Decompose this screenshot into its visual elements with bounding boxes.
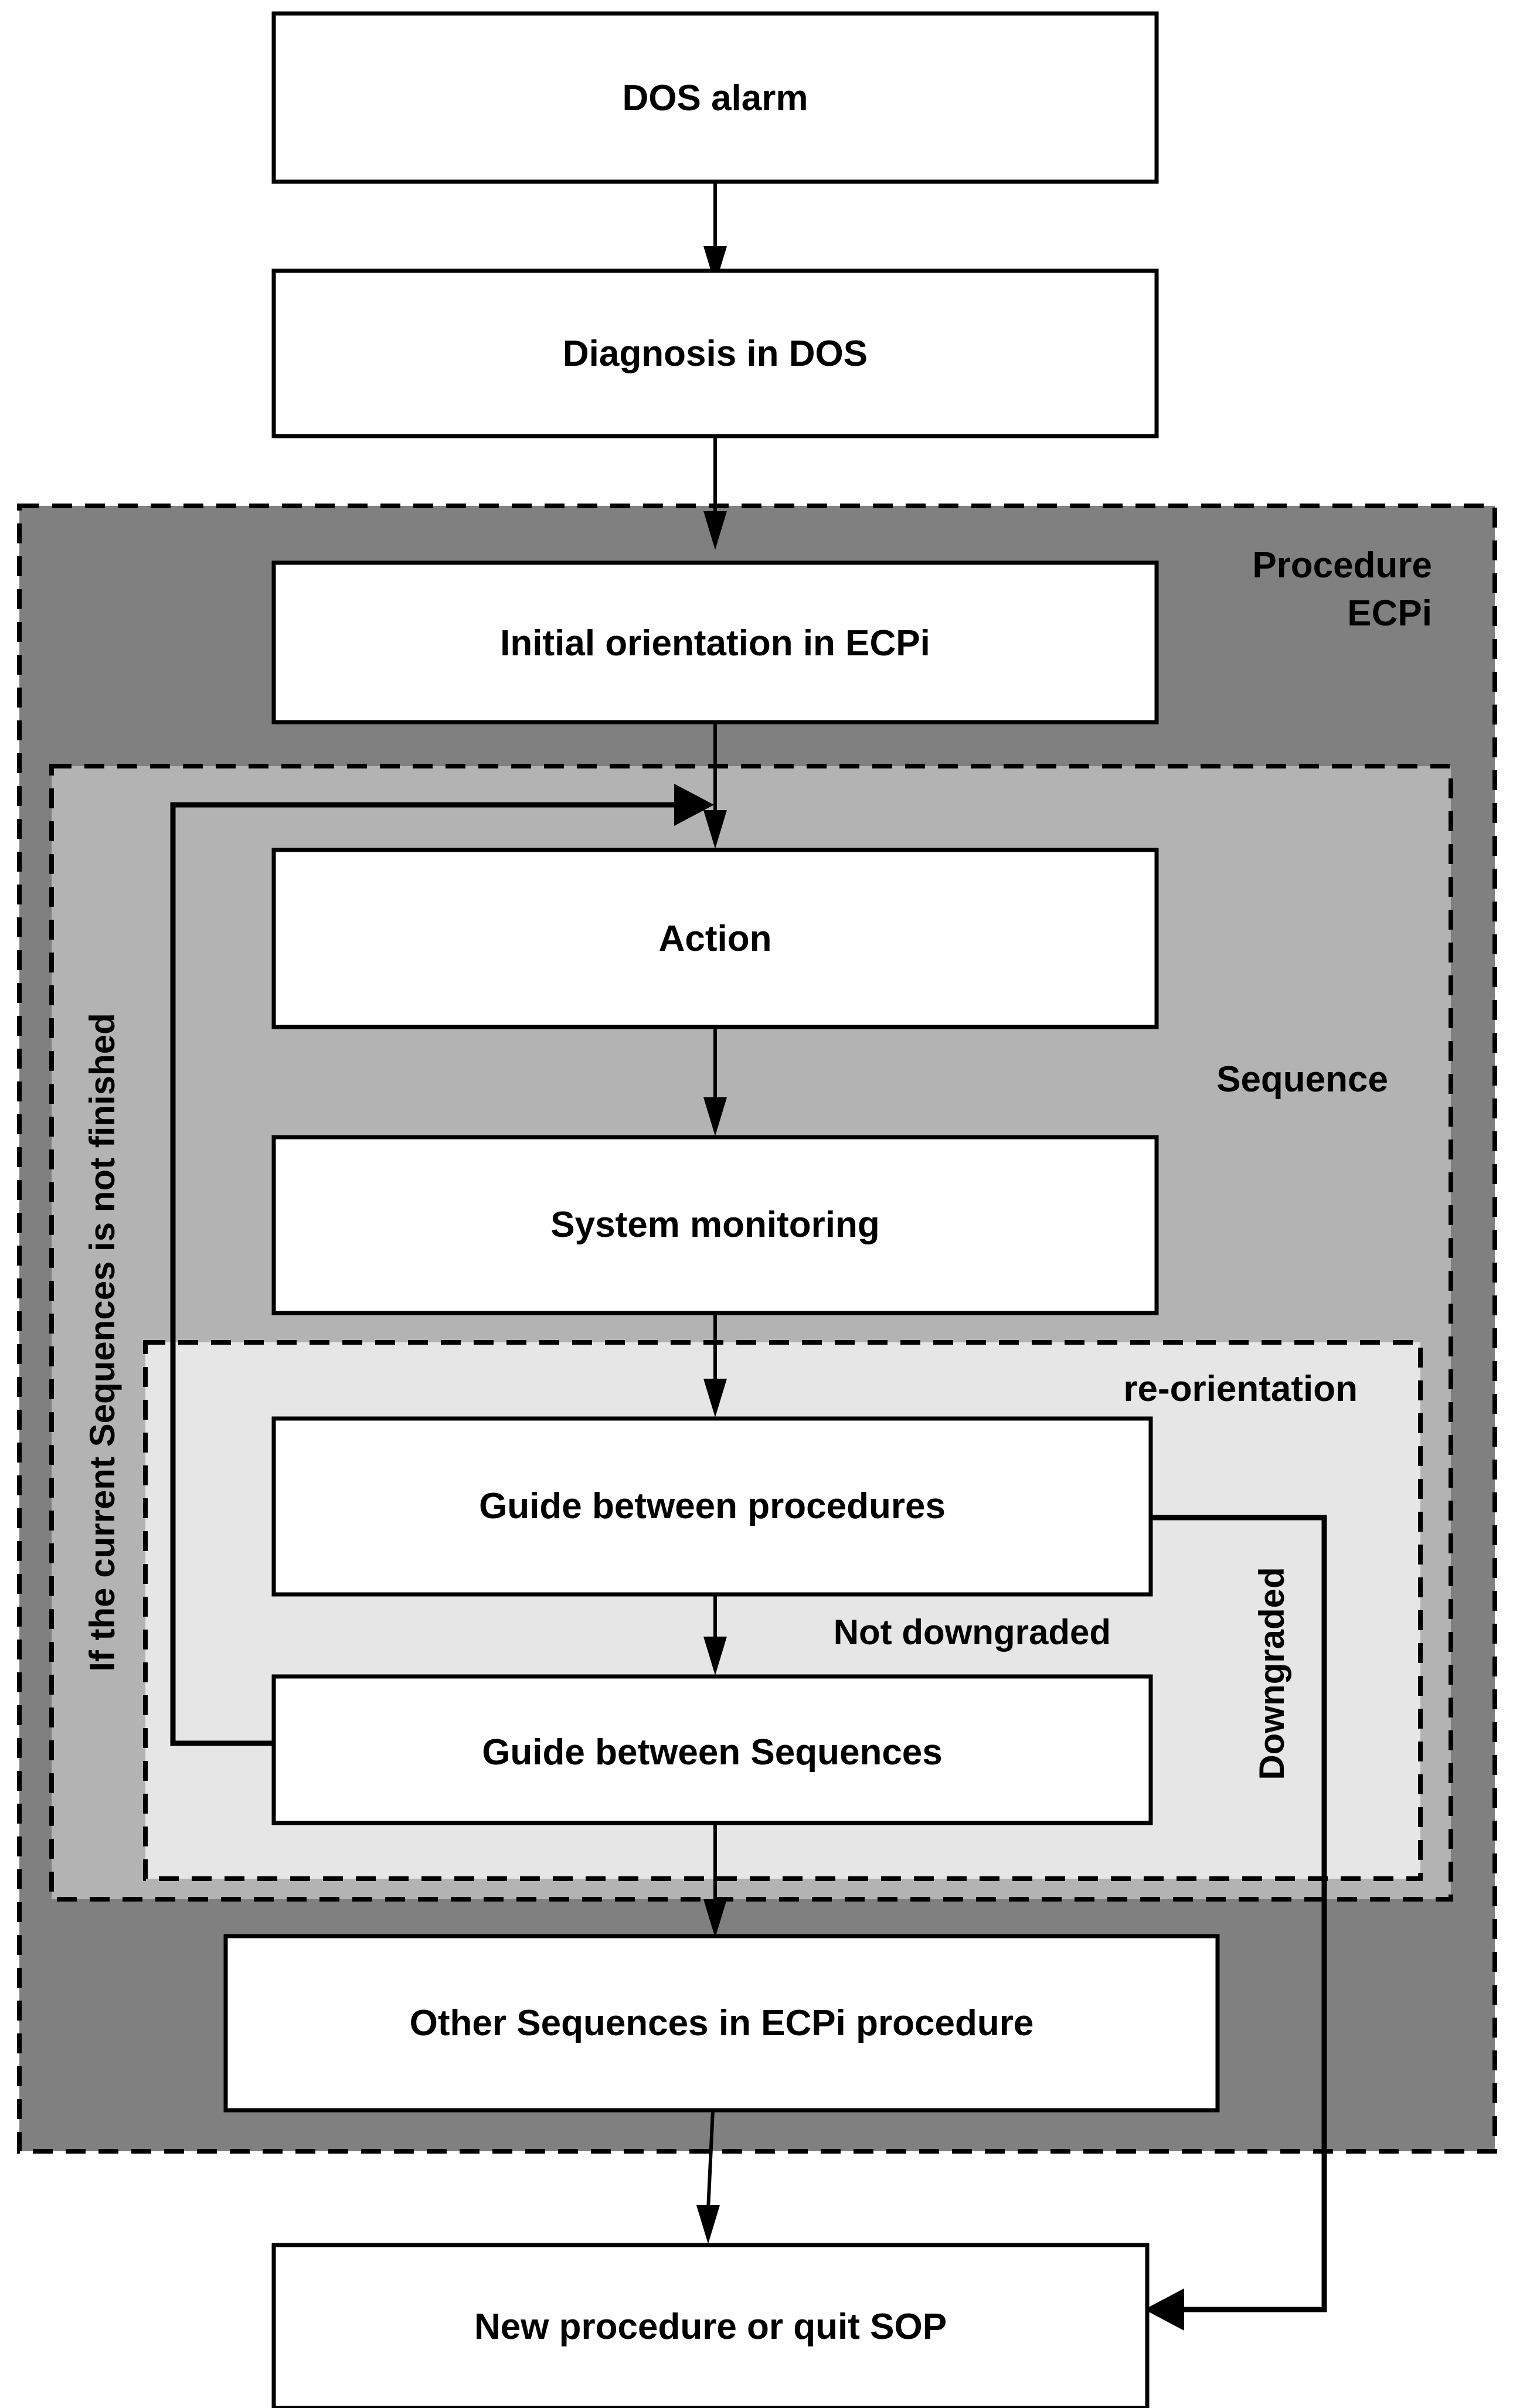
node-label-system-monitoring: System monitoring	[550, 1205, 880, 1245]
node-initial-orientation[interactable]	[271, 560, 1159, 725]
edge-downgraded-to-new-procedure	[1144, 1515, 1327, 2331]
edge-guide-procedures-to-guide-sequences	[703, 1594, 727, 1675]
region-label-procedure-ecpi-line1: Procedure	[1252, 545, 1432, 586]
edge-diagnosis-to-initial-orientation	[703, 434, 727, 550]
node-label-guide-between-procedures: Guide between procedures	[479, 1486, 946, 1526]
region-label-re-orientation: re-orientation	[1123, 1369, 1358, 1409]
edge-label-loop-condition: If the current Sequences is not finished	[83, 1013, 122, 1672]
node-system-monitoring[interactable]	[271, 1135, 1159, 1315]
node-dos-alarm[interactable]	[271, 11, 1159, 184]
node-action[interactable]	[271, 848, 1159, 1029]
node-label-dos-alarm: DOS alarm	[622, 78, 808, 118]
edge-dos-alarm-to-diagnosis	[703, 182, 727, 285]
node-guide-between-procedures[interactable]	[271, 1416, 1153, 1597]
edge-system-monitoring-to-guide-procedures	[703, 1313, 727, 1417]
edge-label-not-downgraded: Not downgraded	[834, 1613, 1111, 1652]
edge-action-to-system-monitoring	[703, 1027, 727, 1136]
edge-loop-back-to-action	[170, 784, 714, 1746]
node-new-procedure[interactable]	[271, 2243, 1150, 2408]
node-label-guide-between-sequences: Guide between Sequences	[482, 1732, 943, 1773]
region-label-sequence: Sequence	[1216, 1059, 1388, 1100]
node-label-other-sequences: Other Sequences in ECPi procedure	[410, 2003, 1034, 2043]
edge-guide-sequences-to-other-sequences	[703, 1823, 727, 1938]
node-other-sequences[interactable]	[223, 1934, 1220, 2113]
node-label-initial-orientation: Initial orientation in ECPi	[500, 623, 930, 664]
node-label-diagnosis-in-dos: Diagnosis in DOS	[563, 334, 868, 374]
node-label-new-procedure: New procedure or quit SOP	[474, 2307, 947, 2347]
node-guide-between-sequences[interactable]	[271, 1674, 1153, 1825]
node-label-action: Action	[659, 919, 772, 959]
node-diagnosis-in-dos[interactable]	[271, 268, 1159, 438]
edge-label-downgraded: Downgraded	[1252, 1567, 1291, 1780]
edge-initial-orientation-to-action	[703, 722, 727, 849]
region-label-procedure-ecpi-line2: ECPi	[1347, 593, 1432, 634]
edge-other-sequences-to-new-procedure	[696, 2110, 720, 2244]
